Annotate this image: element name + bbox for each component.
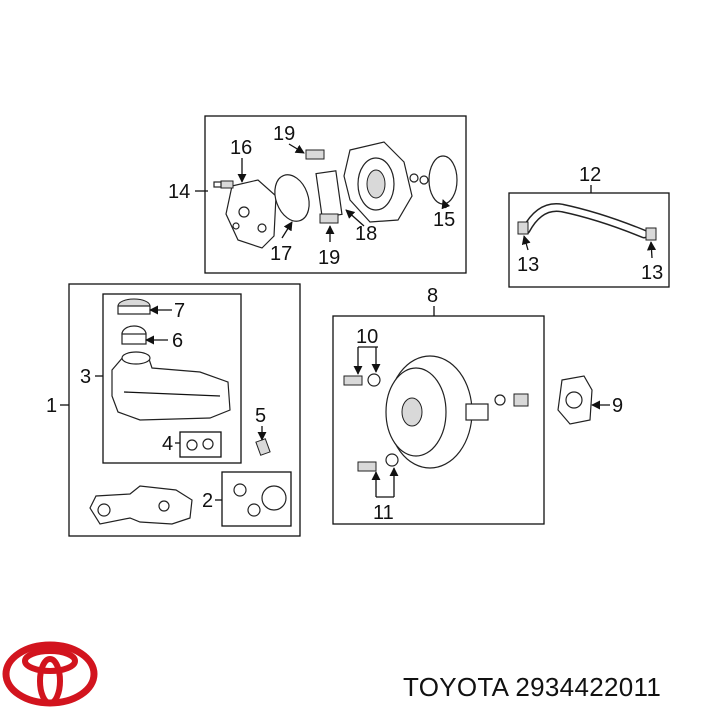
part-hose-clamp-right — [645, 227, 657, 241]
part-grommet-11 — [385, 453, 399, 467]
part-number: 2934422011 — [515, 672, 662, 702]
part-reservoir-3 — [111, 351, 231, 421]
callout-9: 9 — [612, 395, 623, 417]
brand-name: TOYOTA — [403, 672, 508, 702]
callout-5: 5 — [255, 405, 266, 427]
callout-2: 2 — [202, 490, 213, 512]
callout-13-left: 13 — [517, 254, 539, 276]
callout-6: 6 — [172, 330, 183, 352]
callout-19-top: 19 — [273, 123, 295, 145]
callout-7: 7 — [174, 300, 185, 322]
part-grommet-4b — [202, 438, 214, 450]
callout-14: 14 — [168, 181, 190, 203]
part-gasket-plate — [225, 179, 277, 249]
part-pin-5 — [255, 438, 271, 456]
group-box-2 — [221, 471, 292, 527]
callout-12: 12 — [579, 164, 601, 186]
part-o-ring-15 — [428, 155, 458, 205]
part-master-cylinder — [89, 485, 193, 525]
callout-15: 15 — [433, 209, 455, 231]
group-box-14 — [204, 115, 467, 274]
part-clip-19-top — [305, 149, 325, 160]
part-bolt-16 — [213, 180, 234, 189]
part-small-ring — [419, 175, 429, 185]
part-grommet-10 — [367, 373, 381, 387]
callout-1: 1 — [46, 395, 57, 417]
group-box-8 — [332, 315, 545, 525]
callout-3: 3 — [80, 366, 91, 388]
callout-4: 4 — [162, 433, 173, 455]
part-caption: TOYOTA 2934422011 — [403, 672, 661, 703]
toyota-logo-icon — [2, 641, 98, 707]
callout-8: 8 — [427, 285, 438, 307]
part-nut-2a — [233, 483, 247, 497]
part-grommet-4a — [186, 439, 198, 451]
part-seal-ring-2 — [261, 485, 287, 511]
callout-16: 16 — [230, 137, 252, 159]
part-pump-housing — [343, 141, 419, 223]
part-nut-2b — [247, 503, 261, 517]
group-box-3 — [102, 293, 242, 464]
part-filter-18 — [315, 170, 343, 218]
callout-17: 17 — [270, 243, 292, 265]
group-box-4 — [179, 431, 222, 458]
callout-10: 10 — [356, 326, 378, 348]
part-fitting-10 — [343, 375, 363, 386]
part-booster-8 — [385, 355, 506, 469]
group-box-12 — [508, 192, 670, 288]
part-hose-clamp-left — [517, 221, 529, 235]
part-clip-19-bottom — [319, 213, 339, 224]
part-bracket — [513, 393, 529, 407]
part-gasket-9 — [557, 375, 593, 425]
callout-19-bottom: 19 — [318, 247, 340, 269]
callout-11: 11 — [373, 502, 394, 524]
callout-18: 18 — [355, 223, 377, 245]
part-o-ring-17 — [274, 174, 310, 222]
group-box-1 — [68, 283, 301, 537]
callout-13-right: 13 — [641, 262, 663, 284]
part-fitting-11 — [357, 461, 377, 472]
